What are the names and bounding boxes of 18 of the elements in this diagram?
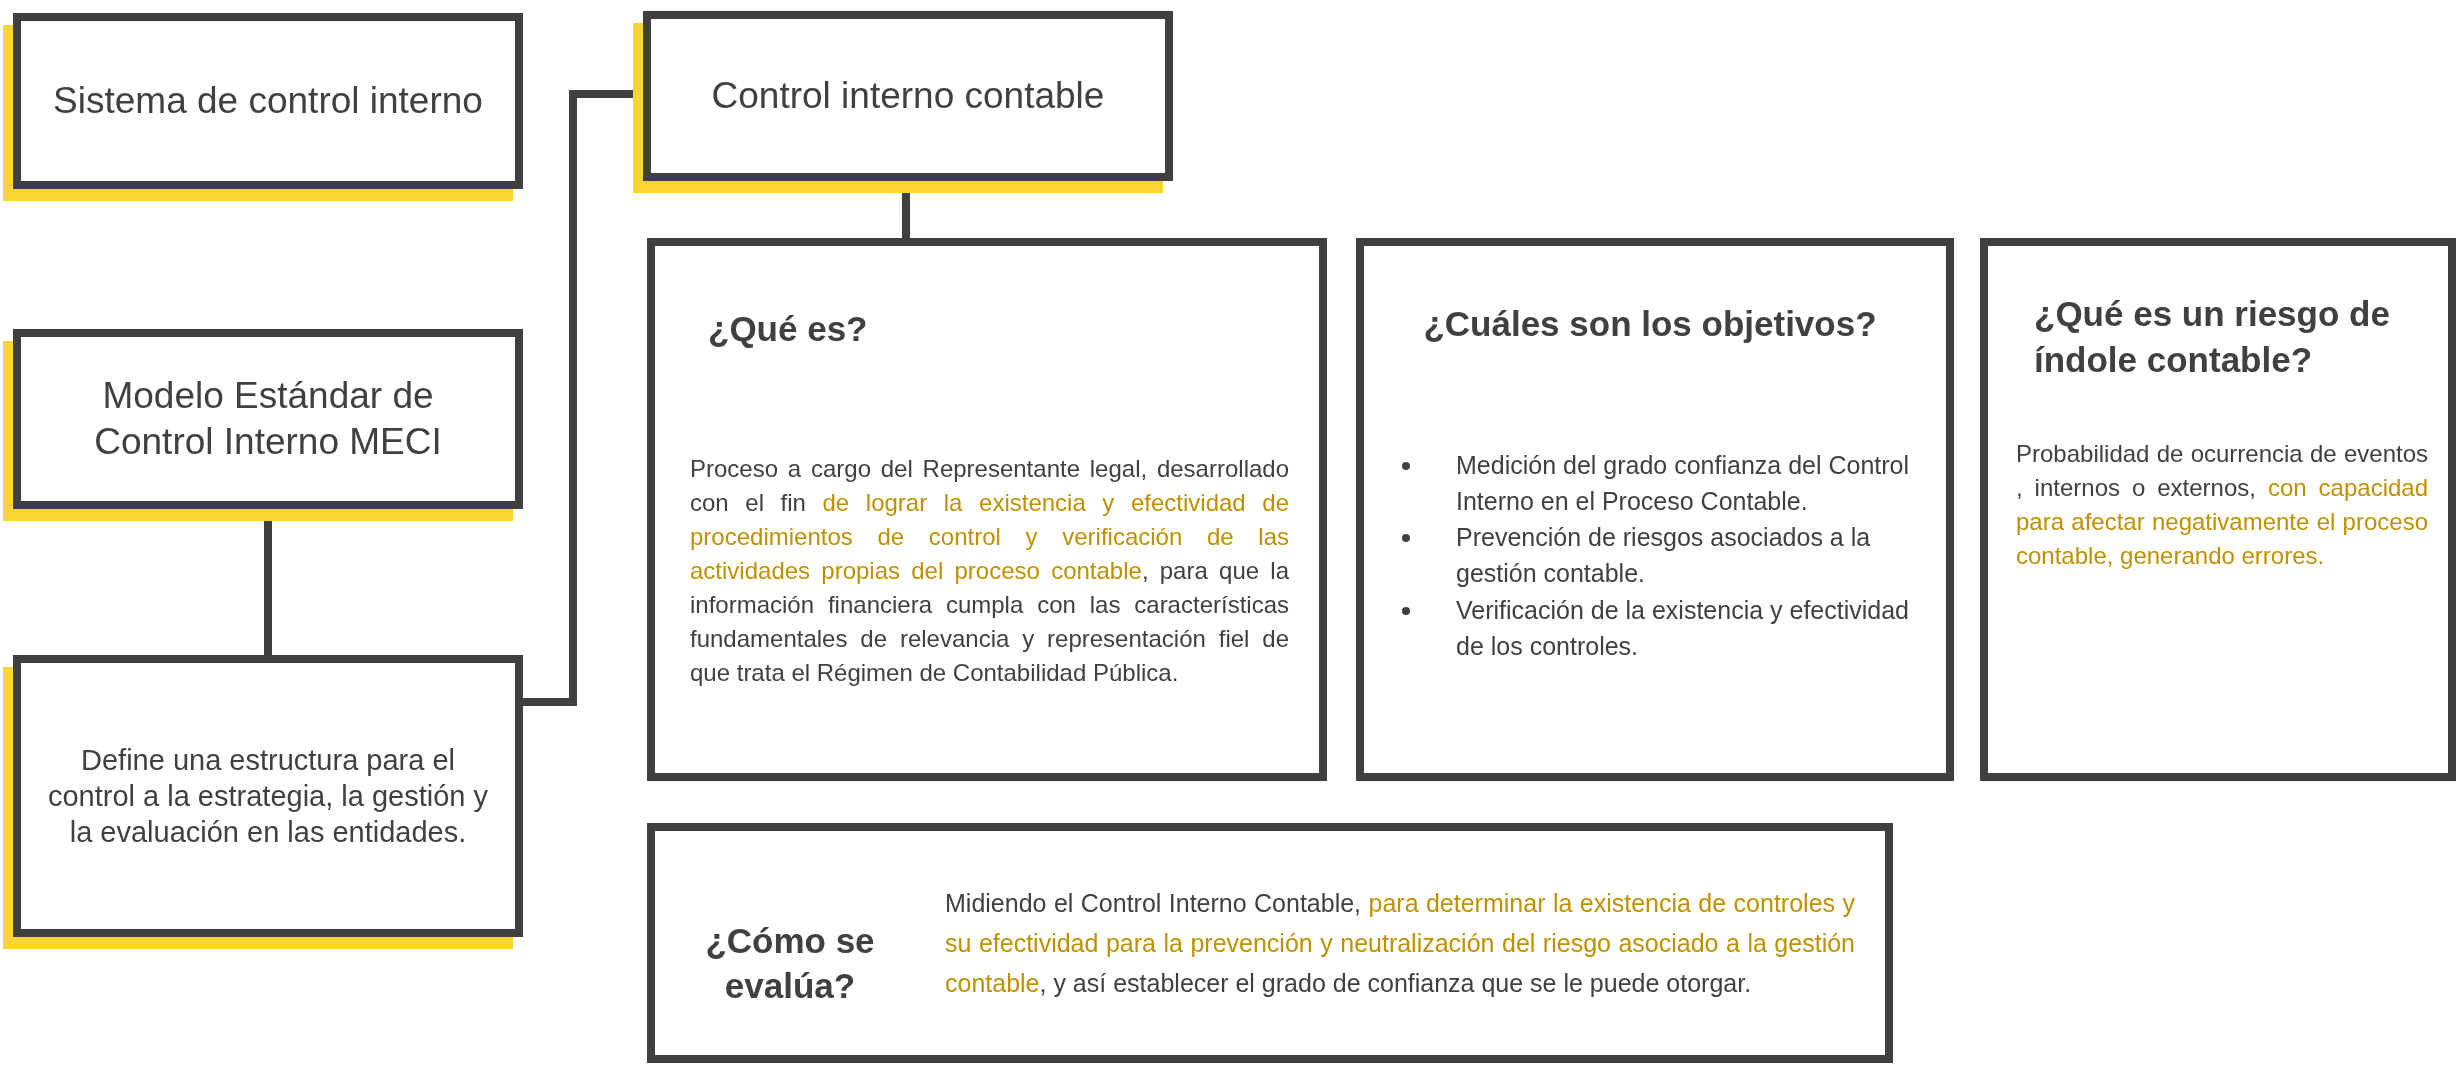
list-item-text: Verificación de la existencia y efectividad de los controles. bbox=[1456, 595, 1910, 660]
card-heading: ¿Qué es? bbox=[707, 308, 869, 350]
card-text: Midiendo el Control Interno Contable, para determinar la existencia de controles y su efectividad para la prevención y neutralización del riesgo asociado a la gestión contable, y así establecer el grado de confianza que se le puede otorgar. bbox=[944, 888, 1856, 999]
info-card bbox=[1980, 238, 2456, 781]
box-label: Modelo Estándar de Control Interno MECI bbox=[93, 373, 443, 464]
card-heading: ¿Qué es un riesgo de índole contable? bbox=[2033, 293, 2391, 381]
card-text: Proceso a cargo del Representante legal, desarrollado con el fin de lograr la existencia y efectividad de procedimientos de control y verificación de las actividades propias del proceso contable, para que la información financiera cumpla con las características fundamentales de relevancia y representación fiel de que trata el Régimen de Contabilidad Pública. bbox=[690, 453, 1289, 688]
box-label: Define una estructura para el control a la estrategia, la gestión y la evaluación en las entidades. bbox=[46, 742, 490, 851]
list-item-text: Medición del grado confianza del Control Interno en el Proceso Contable. bbox=[1456, 450, 1910, 515]
list-item-text: Prevención de riesgos asociados a la gestión contable. bbox=[1456, 523, 1871, 588]
box-label: Sistema de control interno bbox=[52, 78, 484, 123]
box-label: Control interno contable bbox=[710, 73, 1106, 118]
info-card bbox=[647, 238, 1327, 781]
card-text: Probabilidad de ocurrencia de eventos , internos o externos, con capacidad para afectar negativamente el proceso contable, generando errores. bbox=[2016, 439, 2428, 572]
info-card bbox=[647, 823, 1893, 1063]
info-card bbox=[1356, 238, 1954, 781]
card-heading: ¿Cómo se evalúa? bbox=[704, 919, 876, 1007]
card-heading: ¿Cuáles son los objetivos? bbox=[1422, 303, 1878, 345]
